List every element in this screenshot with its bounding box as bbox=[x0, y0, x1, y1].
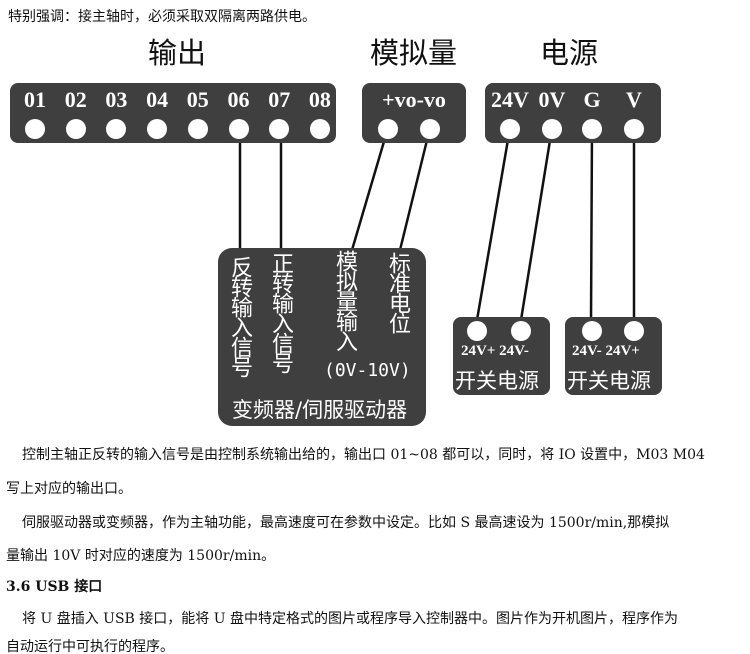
paragraph: 控制主轴正反转的输入信号是由控制系统输出给的，输出口 01~08 都可以，同时，… bbox=[22, 447, 705, 463]
output-title: 输出 bbox=[148, 36, 207, 70]
power-pin-label: V bbox=[626, 87, 642, 112]
output-pin-label: 08 bbox=[308, 87, 331, 112]
terminal-hole bbox=[269, 119, 290, 139]
terminal-hole bbox=[309, 119, 330, 139]
terminal-hole bbox=[500, 119, 520, 139]
switch-name: 开关电源 bbox=[455, 369, 539, 393]
terminal-hole bbox=[378, 119, 398, 139]
terminal-hole bbox=[582, 119, 602, 139]
output-pin-label: 05 bbox=[186, 87, 209, 112]
section-heading: 3.6 USB 接口 bbox=[6, 579, 103, 595]
paragraph: 写上对应的输出口。 bbox=[6, 481, 132, 497]
power-pin-label: 24V bbox=[491, 87, 529, 112]
output-pin-label: 07 bbox=[268, 87, 291, 112]
paragraph: 伺服驱动器或变频器，作为主轴功能，最高速度可在参数中设定。比如 S 最高速设为 … bbox=[22, 515, 670, 531]
switch-power-supply-1: 24V+ 24V- 开关电源 bbox=[453, 317, 550, 395]
power-terminal-block: 24V 0V G V bbox=[485, 83, 661, 143]
paragraph: 将 U 盘插入 USB 接口，能将 U 盘中特定格式的图片或程序导入控制器中。图… bbox=[22, 611, 678, 627]
wire-g bbox=[589, 127, 594, 321]
output-pin-label: 03 bbox=[105, 87, 128, 112]
terminal-hole bbox=[467, 321, 487, 341]
wire-vo-minus bbox=[398, 127, 432, 251]
wire-vo-plus bbox=[350, 127, 390, 251]
paragraph: 量输出 10V 时对应的速度为 1500r/min。 bbox=[6, 548, 276, 564]
switch-name: 开关电源 bbox=[567, 369, 651, 393]
terminal-hole bbox=[511, 321, 531, 341]
terminal-hole bbox=[25, 119, 45, 139]
analog-terminal-block: +vo-vo bbox=[362, 83, 466, 143]
terminal-hole bbox=[624, 119, 644, 139]
output-pin-label: 02 bbox=[64, 87, 87, 112]
analog-title: 模拟量 bbox=[370, 36, 458, 70]
terminal-hole bbox=[542, 119, 562, 139]
notice-text: 特别强调：接主轴时，必须采取双隔离两路供电。 bbox=[8, 9, 316, 25]
power-pin-label: G bbox=[583, 87, 601, 112]
driver-name: 变频器/伺服驱动器 bbox=[232, 398, 408, 422]
voltage-range-label: (0V-10V) bbox=[324, 360, 411, 381]
power-title: 电源 bbox=[540, 36, 599, 70]
paragraph: 自动运行中可执行的程序。 bbox=[6, 639, 174, 654]
terminal-hole bbox=[106, 119, 127, 139]
analog-input-label: 模拟量输入 bbox=[332, 250, 357, 350]
output-pin-label: 06 bbox=[227, 87, 250, 112]
terminal-hole bbox=[228, 119, 249, 139]
analog-pin-labels: +vo-vo bbox=[382, 87, 446, 112]
forward-input-label: 正转输入信号 bbox=[268, 252, 293, 372]
terminal-hole bbox=[147, 119, 168, 139]
output-pin-label: 04 bbox=[146, 87, 169, 112]
output-pin-label: 01 bbox=[24, 87, 46, 112]
terminal-hole bbox=[65, 119, 86, 139]
wire-0v bbox=[519, 127, 554, 321]
driver-box: 反转输入信号 正转输入信号 模拟量输入 标准电位 (0V-10V) 变频器/伺服… bbox=[218, 248, 426, 426]
switch-pin-labels: 24V+ 24V- bbox=[461, 343, 529, 359]
wires bbox=[238, 127, 636, 321]
power-pin-label: 0V bbox=[538, 87, 566, 112]
output-terminal-block: 01 02 03 04 05 06 07 08 bbox=[10, 83, 336, 143]
switch-power-supply-2: 24V- 24V+ 开关电源 bbox=[565, 317, 662, 395]
terminal-hole bbox=[187, 119, 208, 139]
terminal-hole bbox=[420, 119, 440, 139]
terminal-hole bbox=[582, 321, 602, 341]
reference-label: 标准电位 bbox=[385, 252, 410, 332]
reverse-input-label: 反转输入信号 bbox=[227, 256, 252, 376]
switch-pin-labels: 24V- 24V+ bbox=[572, 343, 640, 359]
wire-24v bbox=[475, 127, 512, 321]
terminal-hole bbox=[624, 321, 644, 341]
